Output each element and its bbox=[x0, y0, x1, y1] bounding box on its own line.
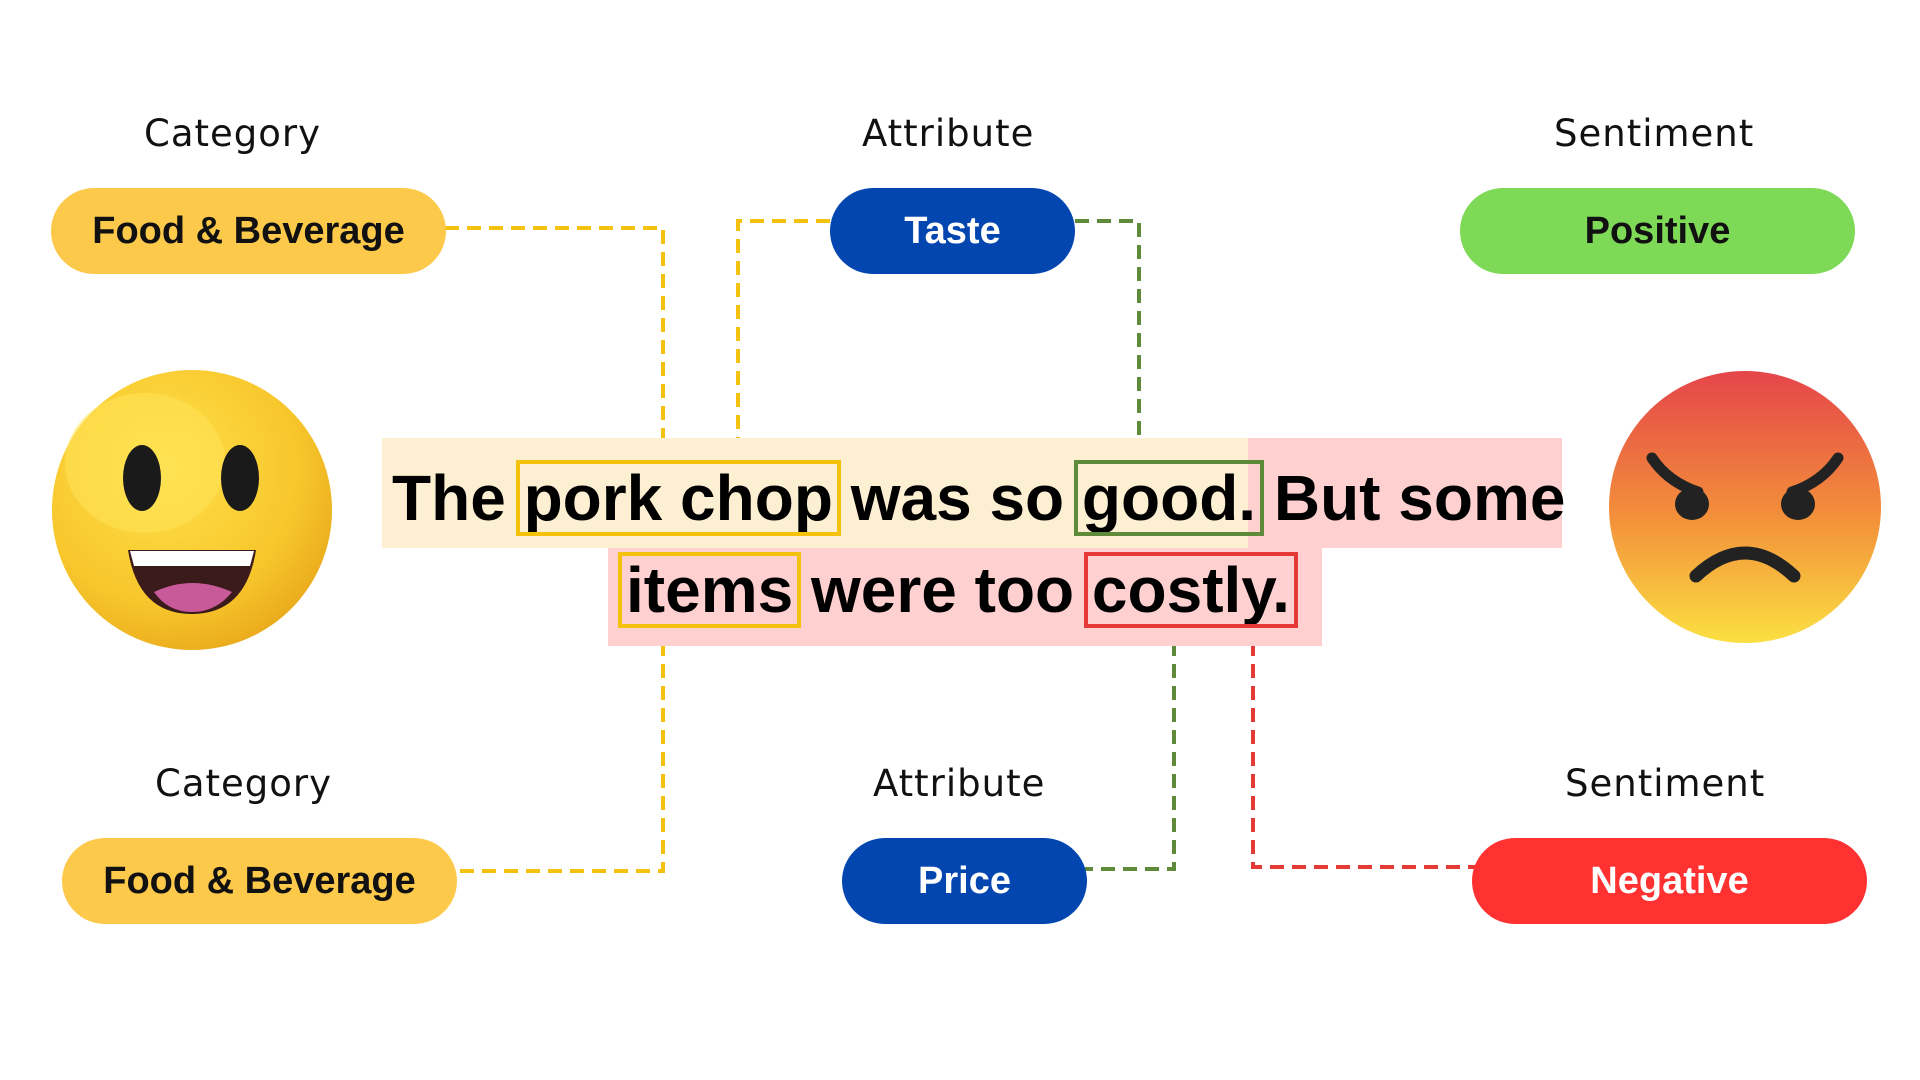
heading-category-top: Category bbox=[144, 112, 322, 155]
opinion-good: good. bbox=[1073, 460, 1265, 536]
opinion-costly: costly. bbox=[1083, 552, 1298, 628]
angry-face-icon bbox=[1609, 371, 1881, 643]
aspect-pork-chop: pork chop bbox=[515, 460, 841, 536]
sentence-line-1: The pork chop was so good. But some bbox=[392, 460, 1566, 536]
word-was-so: was so bbox=[850, 462, 1065, 534]
sentence-line-2: items were too costly. bbox=[617, 552, 1298, 628]
connector-negative bbox=[1251, 642, 1475, 869]
attribute-pill-price: Price bbox=[842, 838, 1087, 924]
positive-highlight-band bbox=[382, 438, 1248, 548]
connector-category-top bbox=[445, 226, 665, 444]
negative-highlight-band-line1 bbox=[1248, 438, 1562, 548]
category-pill-bottom: Food & Beverage bbox=[62, 838, 457, 924]
aspect-items: items bbox=[617, 552, 802, 628]
connector-price bbox=[1085, 642, 1176, 871]
category-pill-top: Food & Beverage bbox=[51, 188, 446, 274]
sentiment-pill-negative: Negative bbox=[1472, 838, 1867, 924]
heading-attribute-top: Attribute bbox=[862, 112, 1035, 155]
sentiment-pill-positive: Positive bbox=[1460, 188, 1855, 274]
heading-category-bottom: Category bbox=[155, 762, 333, 805]
word-the: The bbox=[392, 462, 506, 534]
heading-sentiment-top: Sentiment bbox=[1554, 112, 1755, 155]
heading-attribute-bottom: Attribute bbox=[873, 762, 1046, 805]
connector-category-bottom bbox=[452, 642, 665, 873]
heading-sentiment-bottom: Sentiment bbox=[1565, 762, 1766, 805]
negative-highlight-band-line2 bbox=[608, 548, 1322, 646]
attribute-pill-taste: Taste bbox=[830, 188, 1075, 274]
connector-taste-aspect bbox=[736, 219, 830, 444]
connector-taste-opinion bbox=[1075, 219, 1141, 444]
word-were-too: were too bbox=[810, 554, 1075, 626]
word-but-some: But some bbox=[1273, 462, 1566, 534]
smiling-face-icon bbox=[52, 370, 332, 650]
